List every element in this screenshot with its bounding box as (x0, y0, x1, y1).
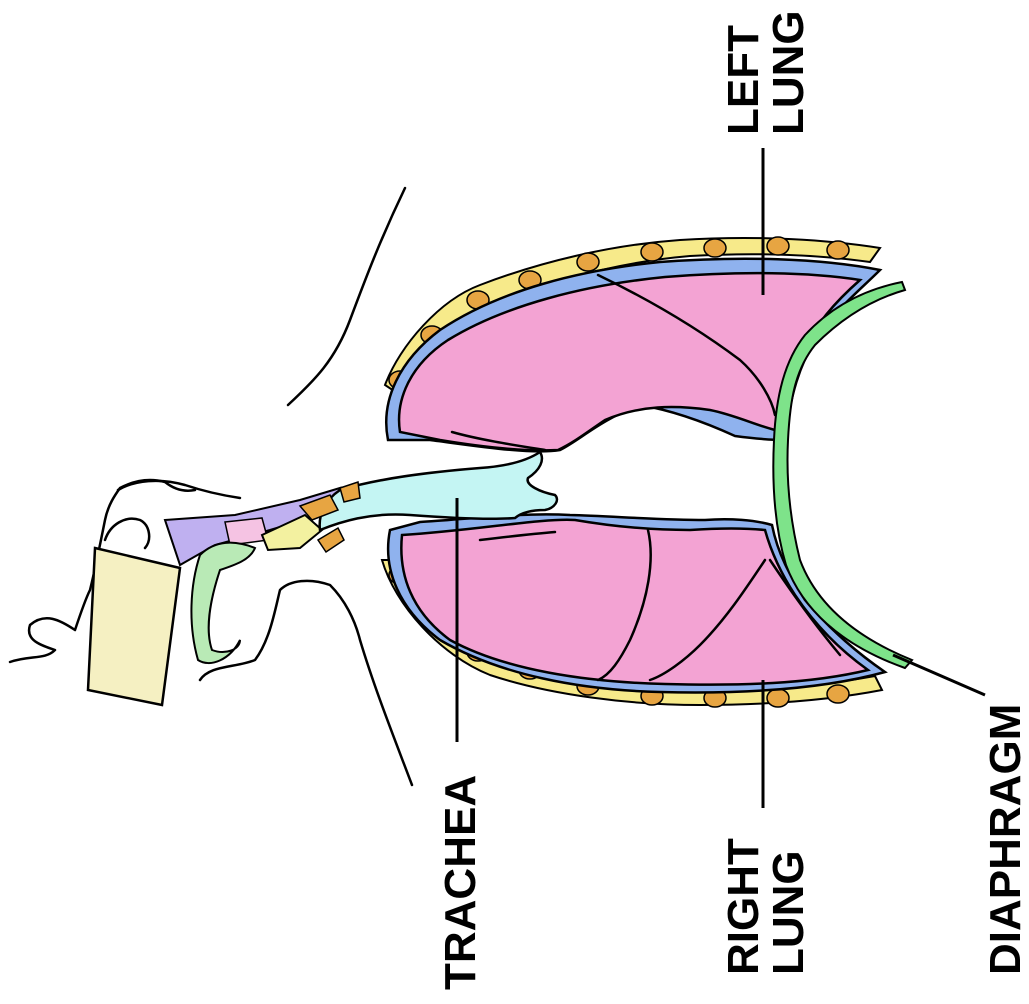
back-contour (288, 188, 405, 405)
left-lung-label-line1: LEFT (719, 25, 768, 135)
head-block (88, 548, 180, 705)
neck-contour (200, 581, 412, 785)
head-contour (105, 519, 149, 548)
larynx (225, 518, 268, 545)
trachea-label: TRACHEA (436, 775, 485, 990)
diaphragm-leader (893, 655, 985, 695)
diaphragm-label: DIAPHRAGM (981, 704, 1029, 975)
tongue (191, 543, 255, 663)
right-lung-label-line1: RIGHT (719, 838, 768, 975)
left-lung-label-line2: LUNG (764, 10, 813, 135)
right-lung-label-line2: LUNG (764, 850, 813, 975)
